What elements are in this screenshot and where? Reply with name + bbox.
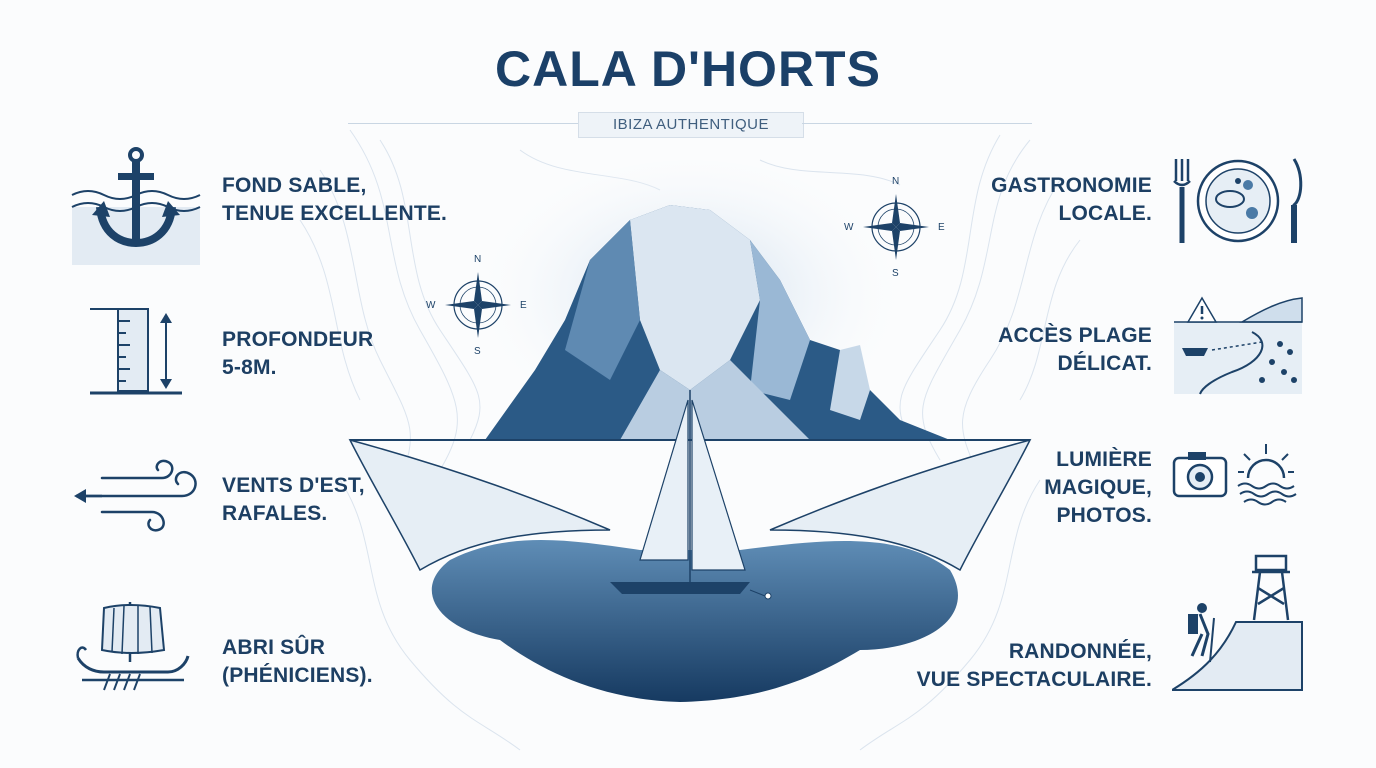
- feature-line: GASTRONOMIE: [991, 174, 1152, 197]
- feature-line: LOCALE.: [1058, 202, 1152, 225]
- compass-e: E: [938, 222, 945, 233]
- island-bay-illustration: [348, 160, 1032, 702]
- feature-line: MAGIQUE,: [1044, 476, 1152, 499]
- feature-line: TENUE EXCELLENTE.: [222, 202, 448, 225]
- feature-line: VENTS D'EST,: [222, 474, 365, 497]
- compass-n: N: [474, 254, 481, 265]
- feature-safe-shelter: ABRI SÛR (PHÉNICIENS).: [222, 634, 373, 690]
- feature-line: LUMIÈRE: [1056, 448, 1152, 471]
- compass-rose-icon: N S W E: [844, 176, 945, 279]
- page-title: CALA D'HORTS: [495, 41, 881, 97]
- feature-line: VUE SPECTACULAIRE.: [916, 668, 1152, 691]
- subtitle-band: IBIZA AUTHENTIQUE: [348, 108, 1032, 144]
- feature-hiking: RANDONNÉE, VUE SPECTACULAIRE.: [870, 638, 1152, 694]
- feature-line: 5-8M.: [222, 356, 277, 379]
- feature-line: PROFONDEUR: [222, 328, 374, 351]
- ancient-ship-icon: [76, 602, 190, 691]
- feature-line: FOND SABLE,: [222, 174, 367, 197]
- compass-w: W: [426, 300, 436, 311]
- feature-beach-access: ACCÈS PLAGE DÉLICAT.: [930, 322, 1152, 378]
- compass-s: S: [892, 268, 899, 279]
- compass-w: W: [844, 222, 854, 233]
- feature-east-winds: VENTS D'EST, RAFALES.: [222, 472, 365, 528]
- feature-line: DÉLICAT.: [1057, 352, 1152, 375]
- feature-sand-bottom: FOND SABLE, TENUE EXCELLENTE.: [222, 172, 447, 228]
- beach-access-icon: [1174, 296, 1303, 395]
- feature-line: (PHÉNICIENS).: [222, 664, 373, 687]
- subtitle: IBIZA AUTHENTIQUE: [578, 112, 804, 138]
- plate-fork-knife-icon: [1173, 158, 1303, 243]
- subtitle-rule-right: [802, 123, 1032, 124]
- feature-line: PHOTOS.: [1056, 504, 1152, 527]
- feature-line: RAFALES.: [222, 502, 328, 525]
- compass-rose-icon: N S W E: [426, 254, 527, 357]
- feature-line: ABRI SÛR: [222, 636, 326, 659]
- hiker-tower-icon: [1172, 554, 1303, 691]
- feature-line: ACCÈS PLAGE: [998, 324, 1152, 347]
- wind-icon: [74, 459, 197, 532]
- feature-line: RANDONNÉE,: [1008, 640, 1152, 663]
- feature-depth: PROFONDEUR 5-8M.: [222, 326, 373, 382]
- subtitle-rule-left: [348, 123, 578, 124]
- compass-e: E: [520, 300, 527, 311]
- feature-magic-light: LUMIÈRE MAGIQUE, PHOTOS.: [930, 446, 1152, 530]
- depth-gauge-icon: [90, 308, 182, 395]
- compass-s: S: [474, 346, 481, 357]
- camera-sunset-icon: [1172, 444, 1297, 506]
- compass-n: N: [892, 176, 899, 187]
- anchor-icon: [71, 147, 201, 265]
- feature-local-gastronomy: GASTRONOMIE LOCALE.: [930, 172, 1152, 228]
